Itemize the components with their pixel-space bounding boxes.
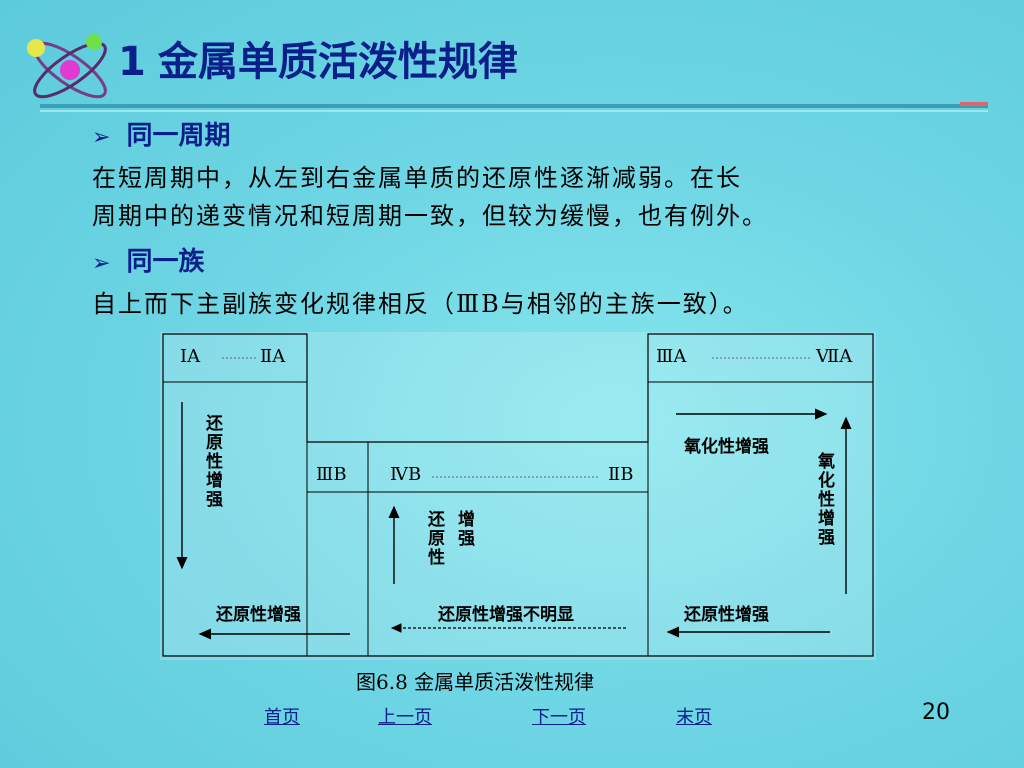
title-bold: 金属 [157,39,238,85]
right-vertical-label: 氧化性增强 [814,452,834,547]
left-vertical-label: 还原性增强 [202,414,222,509]
nav-last-link[interactable]: 末页 [676,707,712,728]
atom-logo-icon [27,34,107,99]
title-divider [40,104,988,108]
mid-vertical-label-col2: 还原性 [424,510,444,567]
left-bottom-label: 还原性增强 [216,605,301,625]
periodic-trend-diagram: ⅠA ⅡA ⅢA ⅦA ⅢB ⅣB ⅡB 还原性增强 还原性增强 增强 还原性 … [160,332,876,660]
mid-bottom-label: 还原性增强不明显 [438,605,574,625]
mid-vertical-label-col1: 增强 [454,510,474,548]
nav-prev-link[interactable]: 上一页 [378,707,432,728]
section-text-period-line1: 在短周期中，从左到右金属单质的还原性逐渐减弱。在长 [92,164,742,192]
section-heading-group: ➢同一族 [92,247,205,277]
diagram-lines [160,332,876,660]
section-heading-period: ➢同一周期 [92,121,231,151]
nav-next-link[interactable]: 下一页 [532,707,586,728]
page-number: 20 [922,700,950,725]
group-label-iia: ⅡA [260,346,286,367]
section-text-group-line1: 自上而下主副族变化规律相反（ⅢB与相邻的主族一致）。 [92,290,749,318]
right-top-label: 氧化性增强 [684,437,769,457]
group-label-ivb: ⅣB [390,464,422,485]
title-number: 1 [118,39,146,85]
group-label-viia: ⅦA [816,346,853,367]
divider-accent [960,102,988,106]
title-divider-highlight [40,110,988,112]
nav-first-link[interactable]: 首页 [264,707,300,728]
section-text-period-line2: 周期中的递变情况和短周期一致，但较为缓慢，也有例外。 [92,202,768,230]
figure-caption: 图6.8 金属单质活泼性规律 [356,670,595,694]
right-bottom-label: 还原性增强 [684,605,769,625]
group-label-iiia: ⅢA [656,346,687,367]
diagram-outline [162,333,874,657]
group-label-iiib: ⅢB [316,464,347,485]
diagram-panel [160,332,876,660]
bullet-arrow-icon: ➢ [92,251,111,276]
group-label-ia: ⅠA [180,346,201,367]
title-rest: 单质活泼性规律 [237,39,518,85]
group-label-iib: ⅡB [608,464,634,485]
bullet-arrow-icon: ➢ [92,125,111,150]
